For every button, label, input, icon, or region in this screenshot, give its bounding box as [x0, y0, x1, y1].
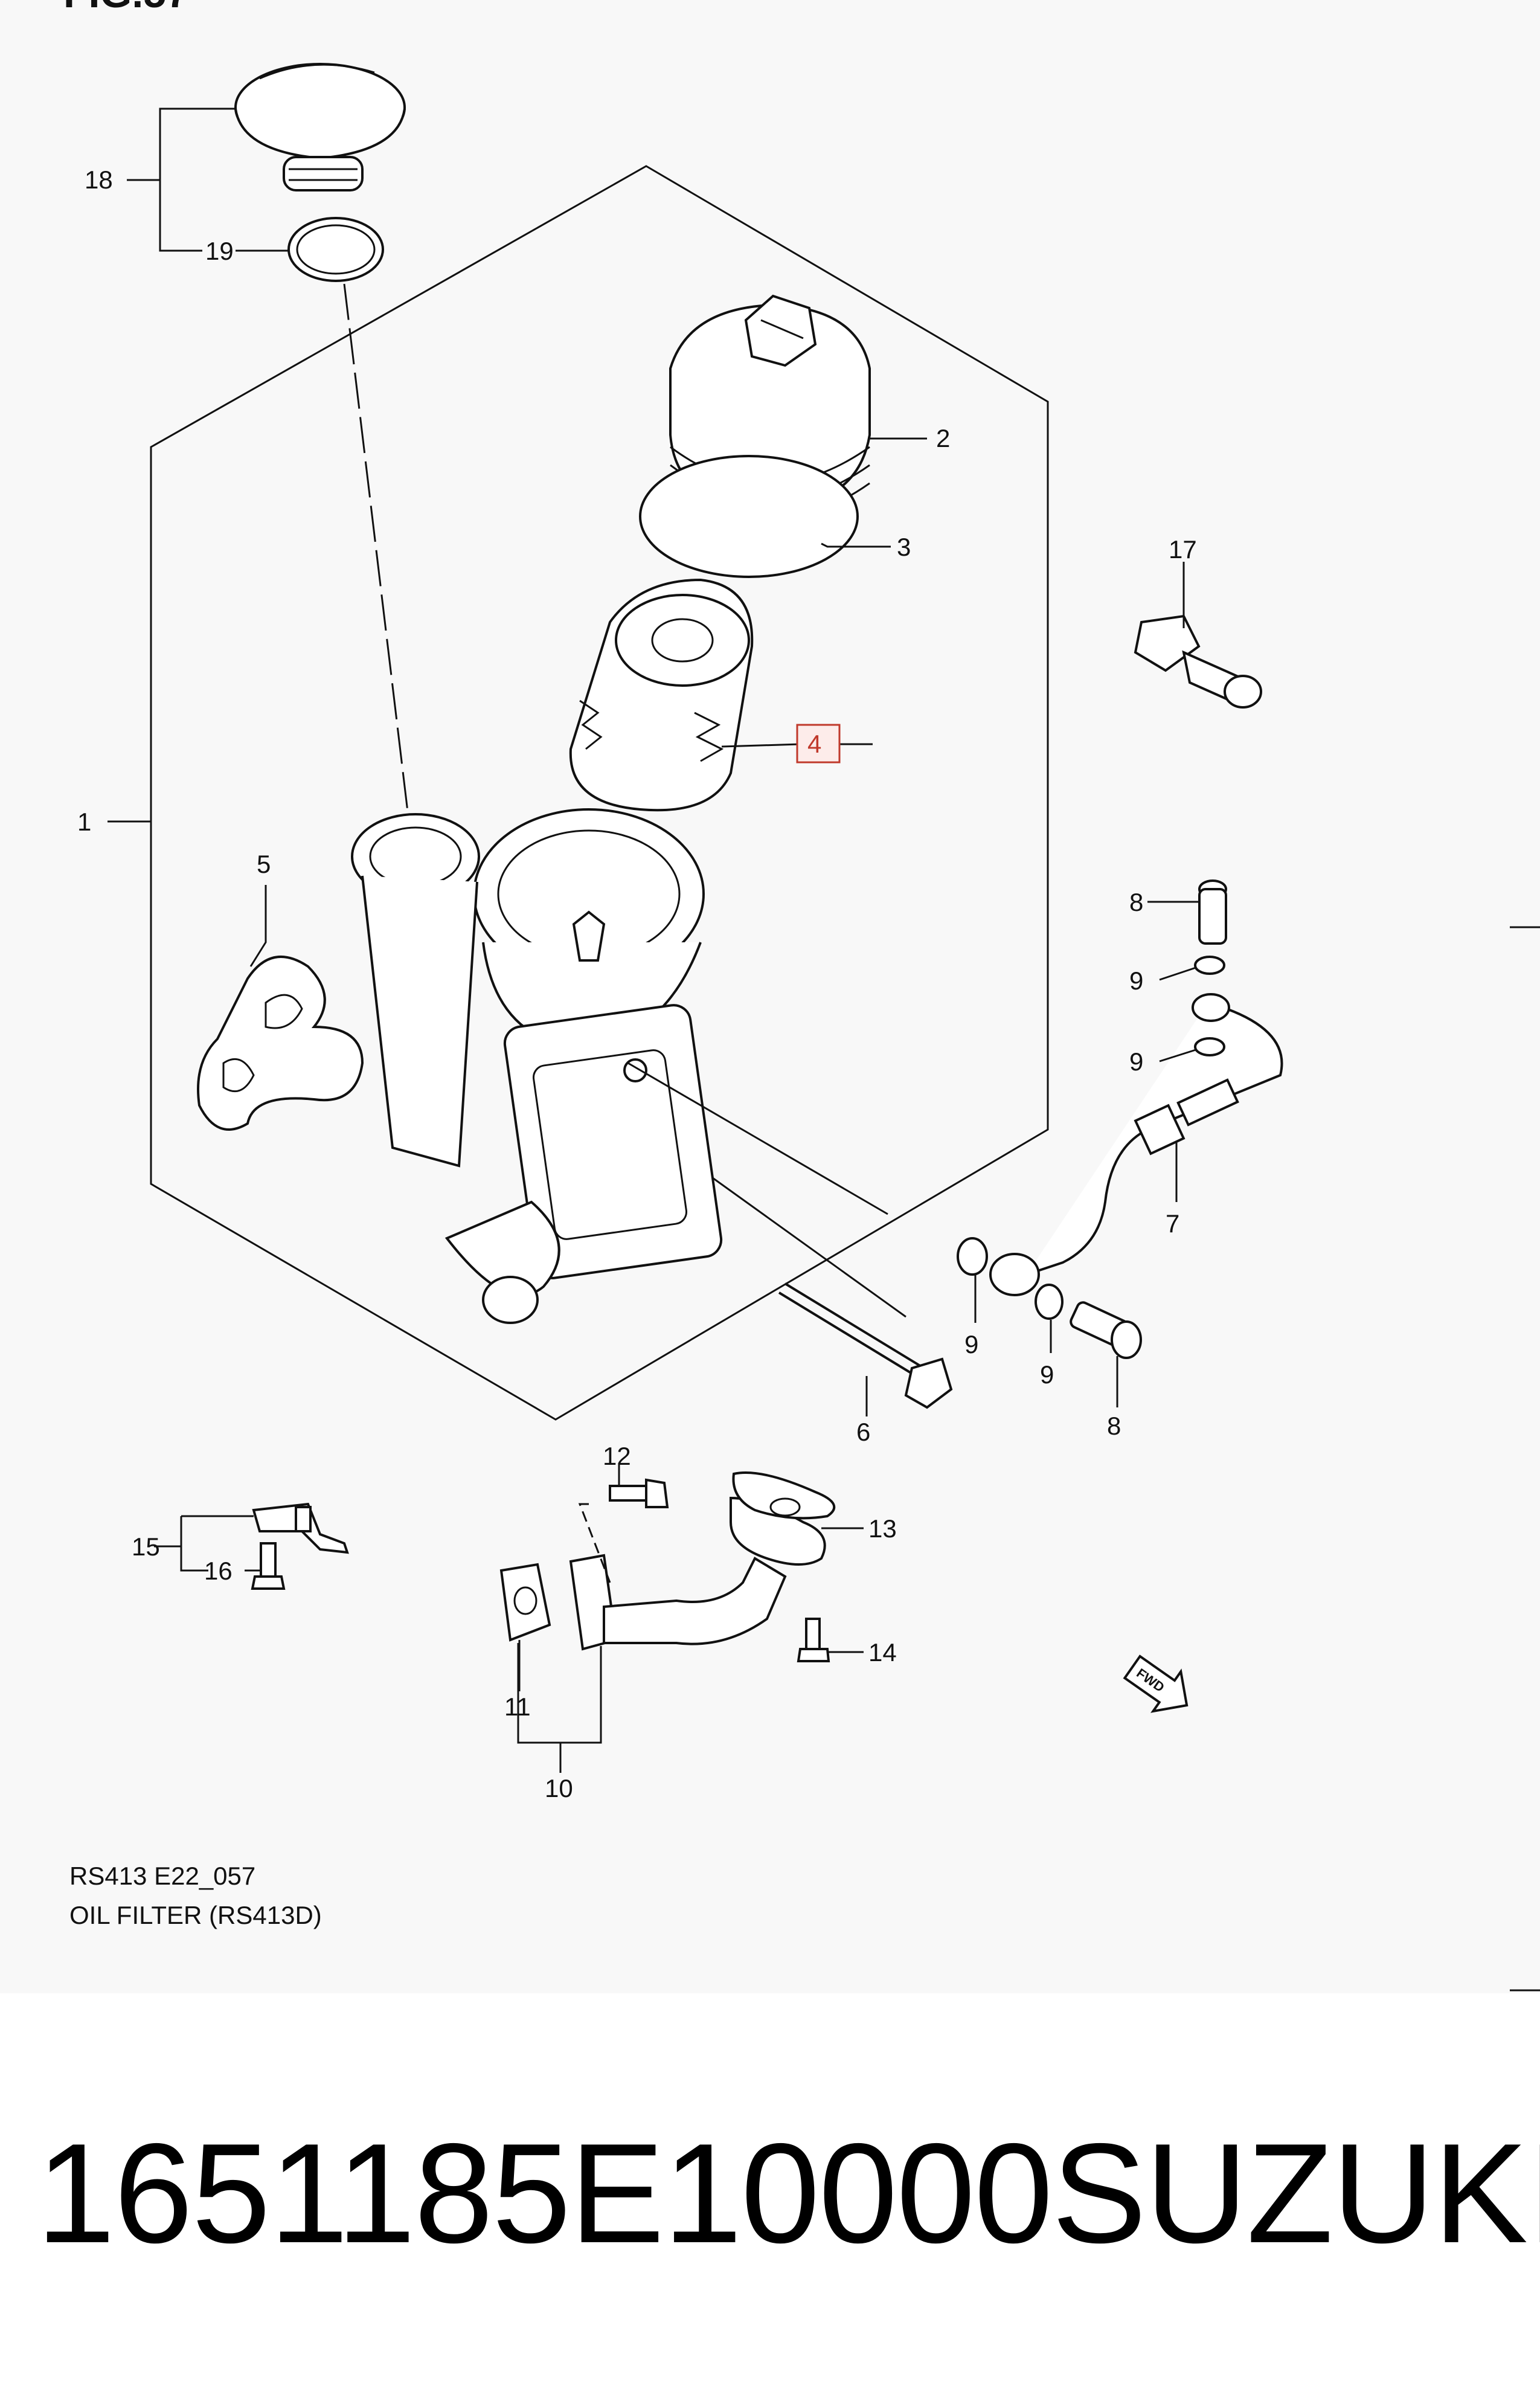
part-number: 1651185E10000	[36, 2113, 1053, 2272]
callout-14: 14	[868, 1638, 897, 1667]
banjo-bolt-upper	[1198, 879, 1227, 945]
callout-4: 4	[807, 730, 821, 758]
oil-filter-element	[569, 578, 754, 812]
callout-7: 7	[1166, 1209, 1179, 1238]
callout-1: 1	[77, 808, 91, 836]
washer-lower-1	[957, 1237, 988, 1276]
washer-upper-1	[1194, 956, 1225, 975]
callout-2: 2	[936, 424, 950, 452]
oil-return-pipe	[499, 1471, 836, 1651]
callout-12: 12	[603, 1442, 631, 1470]
figure-code: RS413 E22_057	[69, 1862, 255, 1890]
long-bolt	[778, 1282, 953, 1409]
housing-gasket	[197, 956, 364, 1131]
callout-17: 17	[1169, 535, 1197, 564]
callout-3: 3	[897, 533, 911, 561]
callout-labels: 18 19 2 3 4 1 5 6 17 8 9 9 7 9 9 8 12 13…	[77, 166, 1197, 1802]
callout-10: 10	[545, 1774, 573, 1802]
hollow-bolt	[1134, 614, 1262, 709]
callout-13: 13	[868, 1514, 897, 1543]
figure-name: OIL FILTER (RS413D)	[69, 1901, 322, 1929]
callout-15: 15	[132, 1532, 160, 1561]
oil-filler-cap	[234, 63, 406, 191]
brand-name: SUZUKI	[1051, 2113, 1540, 2272]
oil-pipe	[989, 993, 1283, 1296]
filter-cap-o-ring	[639, 455, 859, 578]
leader-lines	[107, 108, 1540, 1992]
callout-6: 6	[856, 1418, 870, 1446]
cap-o-ring	[287, 217, 384, 282]
callout-4-box	[796, 724, 841, 764]
callout-11: 11	[504, 1693, 531, 1721]
footer: 1651185E10000 SUZUKI	[0, 1993, 1540, 2392]
bracket	[252, 1502, 349, 1554]
washer-lower-2	[1035, 1284, 1064, 1320]
diagram-panel: FIG.57	[63, 0, 1540, 1992]
callout-9-lower-1: 9	[964, 1330, 978, 1358]
washer-upper-2	[1194, 1037, 1225, 1056]
pipe-bolt-14	[797, 1618, 830, 1662]
callout-19: 19	[205, 237, 234, 265]
callout-8-upper: 8	[1129, 888, 1143, 916]
callout-5: 5	[257, 850, 271, 878]
callout-9-lower-2: 9	[1040, 1360, 1054, 1389]
bracket-bolt	[251, 1542, 286, 1590]
figure-title: FIG.57	[63, 0, 189, 16]
callout-8-lower: 8	[1107, 1412, 1121, 1440]
oil-filter-housing	[351, 808, 723, 1324]
parts-diagram: FIG.57	[63, 0, 1540, 1992]
pipe-bolt-12	[609, 1478, 669, 1508]
forward-arrow-icon: FWD	[1123, 1654, 1189, 1713]
banjo-bolt-lower	[1070, 1301, 1142, 1359]
callout-9-upper-2: 9	[1129, 1047, 1143, 1076]
callout-16: 16	[204, 1557, 233, 1585]
callout-18: 18	[85, 166, 113, 194]
callout-9-upper-1: 9	[1129, 966, 1143, 995]
assembly-outline	[150, 165, 1049, 1421]
